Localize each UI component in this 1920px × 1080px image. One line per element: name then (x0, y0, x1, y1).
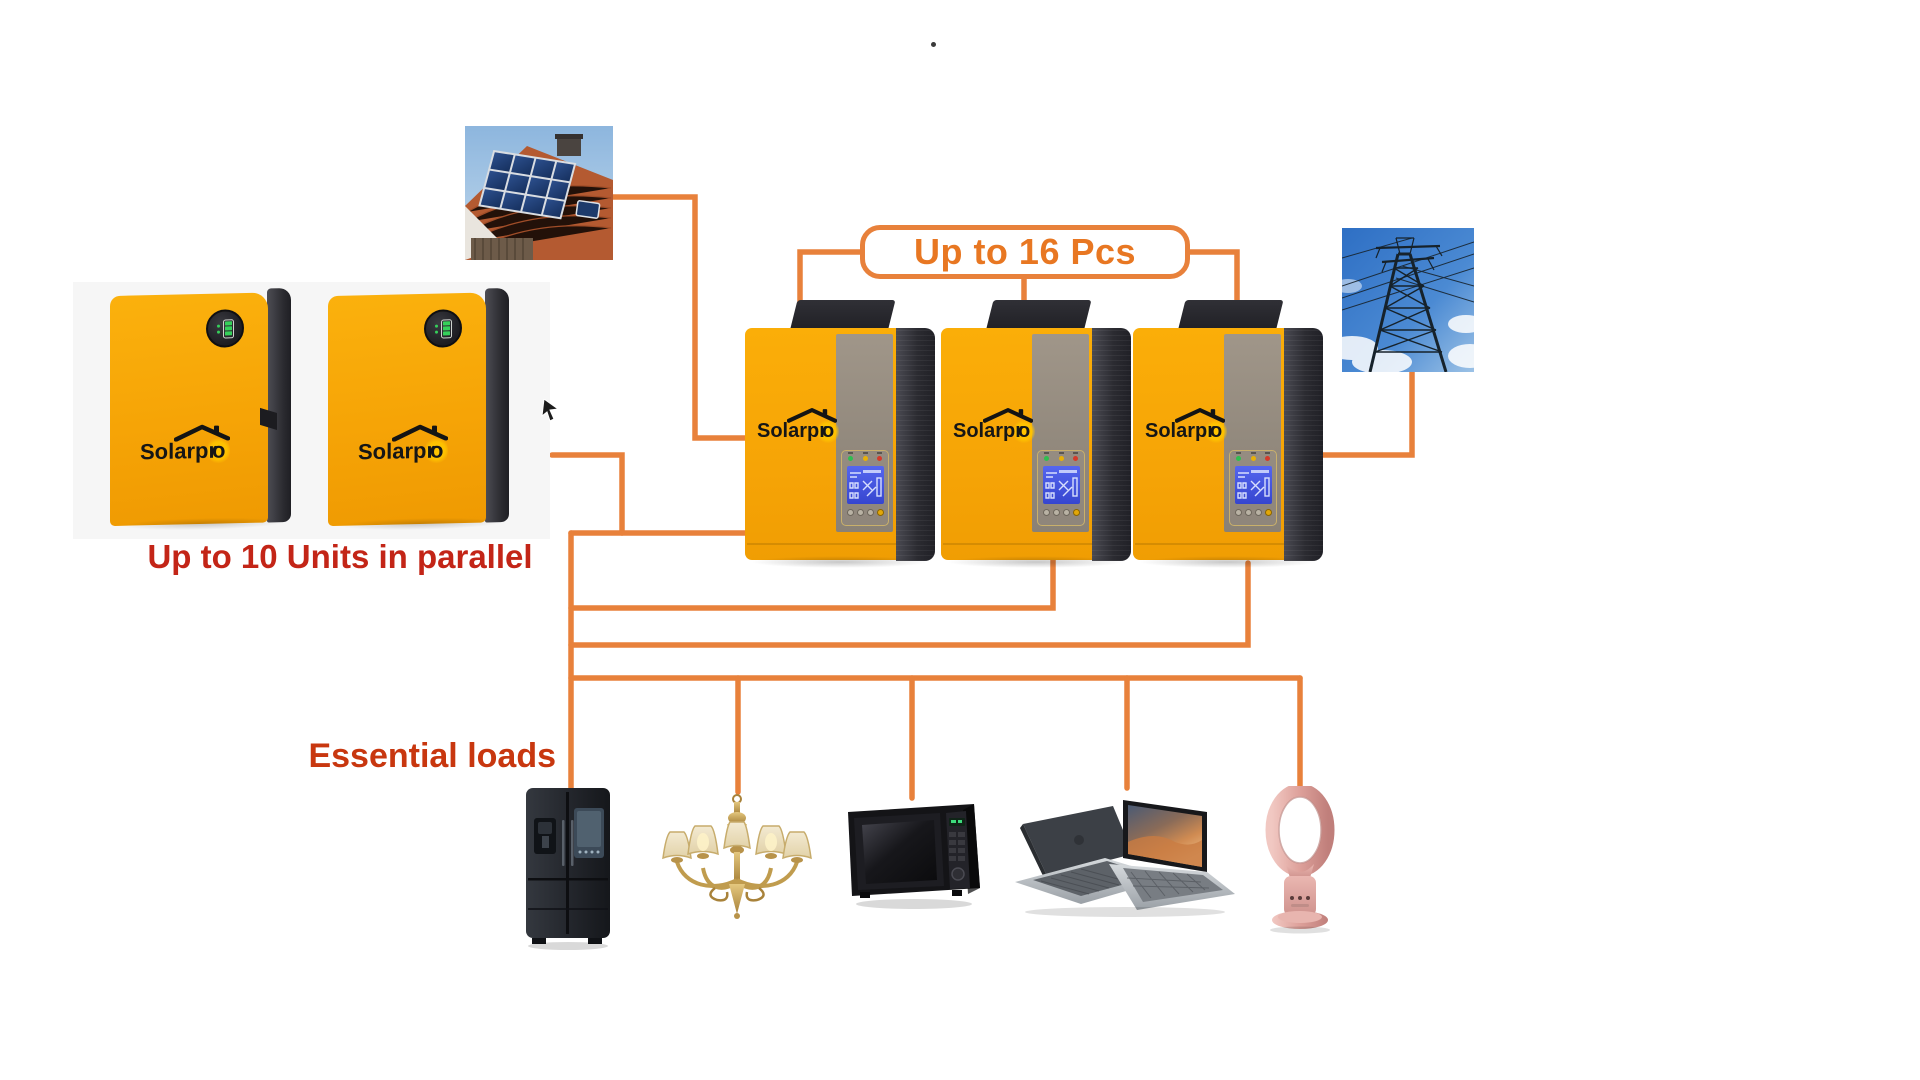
refrigerator-icon (522, 786, 614, 955)
battery-side-panel (485, 287, 509, 523)
solarpro-logo: Solarpro (953, 408, 1036, 445)
power-grid-image (1326, 228, 1492, 377)
laptops-icon (1005, 790, 1240, 923)
solar-panel-array (478, 149, 577, 220)
control-button-icons (1235, 509, 1272, 516)
inverter-shadow (1139, 556, 1317, 568)
inverter-unit-2: Solarpro (941, 300, 1131, 568)
control-button-icons (1043, 509, 1080, 516)
inverter-shadow (947, 556, 1125, 568)
roof-icon (1175, 408, 1225, 423)
inverter-unit-1: Solarpro (745, 300, 935, 568)
solarpro-logo: Solarpro (140, 424, 230, 465)
skylight (575, 200, 601, 219)
pylon-lattice (1368, 237, 1448, 373)
line-callout-left (797, 249, 865, 309)
inverter-side-panel (896, 328, 935, 561)
line-to-inverter3 (568, 560, 1251, 648)
roof-icon (174, 424, 230, 442)
control-button-icons (847, 509, 884, 516)
chimney (557, 136, 581, 156)
solar-roof-image (465, 126, 613, 265)
lcd-screen (1043, 466, 1080, 504)
inverter-side-panel (1092, 328, 1131, 561)
line-to-inverter2 (568, 557, 1056, 611)
status-led-icons (1236, 452, 1270, 461)
roof-icon (983, 408, 1033, 423)
mouse-cursor-icon (541, 399, 560, 422)
status-led-icons (1044, 452, 1078, 461)
inverter-control-panel (841, 450, 889, 526)
battery-front (110, 292, 268, 527)
line-battery-out (549, 452, 625, 536)
roof-icon (787, 408, 837, 423)
stray-dot (931, 42, 936, 47)
lcd-screen (1235, 466, 1272, 504)
battery-unit-1: Solarpro (110, 287, 292, 532)
inverter-unit-3: Solarpro (1133, 300, 1323, 568)
microwave-icon (842, 798, 984, 915)
inverter-control-panel (1037, 450, 1085, 526)
inverter-shadow (751, 556, 929, 568)
battery-count-caption: Up to 10 Units in parallel (147, 538, 533, 575)
solarpro-logo: Solarpro (358, 424, 448, 465)
inverter-side-panel (1284, 328, 1323, 561)
battery-side-panel (267, 287, 291, 523)
solarpro-logo: Solarpro (1145, 408, 1228, 445)
solarpro-logo: Solarpro (757, 408, 840, 445)
inverter-count-label: Up to 16 Pcs (913, 231, 1137, 272)
essential-loads-caption: Essential loads (308, 737, 556, 775)
line-callout-right (1185, 249, 1240, 309)
line-solar-to-inverter (610, 194, 749, 441)
bladeless-fan-icon (1258, 783, 1342, 939)
inverter-control-panel (1229, 450, 1277, 526)
inverter-count-callout: Up to 16 Pcs (860, 225, 1190, 279)
battery-front (328, 292, 486, 527)
control-panel (946, 811, 970, 889)
battery-unit-2: Solarpro (328, 287, 510, 532)
lcd-screen (847, 466, 884, 504)
status-led-icons (848, 452, 882, 461)
roof-icon (392, 424, 448, 442)
chandelier-icon (655, 792, 819, 943)
lamp-shades (662, 821, 812, 863)
line-grid-to-inverter3 (1317, 369, 1415, 458)
